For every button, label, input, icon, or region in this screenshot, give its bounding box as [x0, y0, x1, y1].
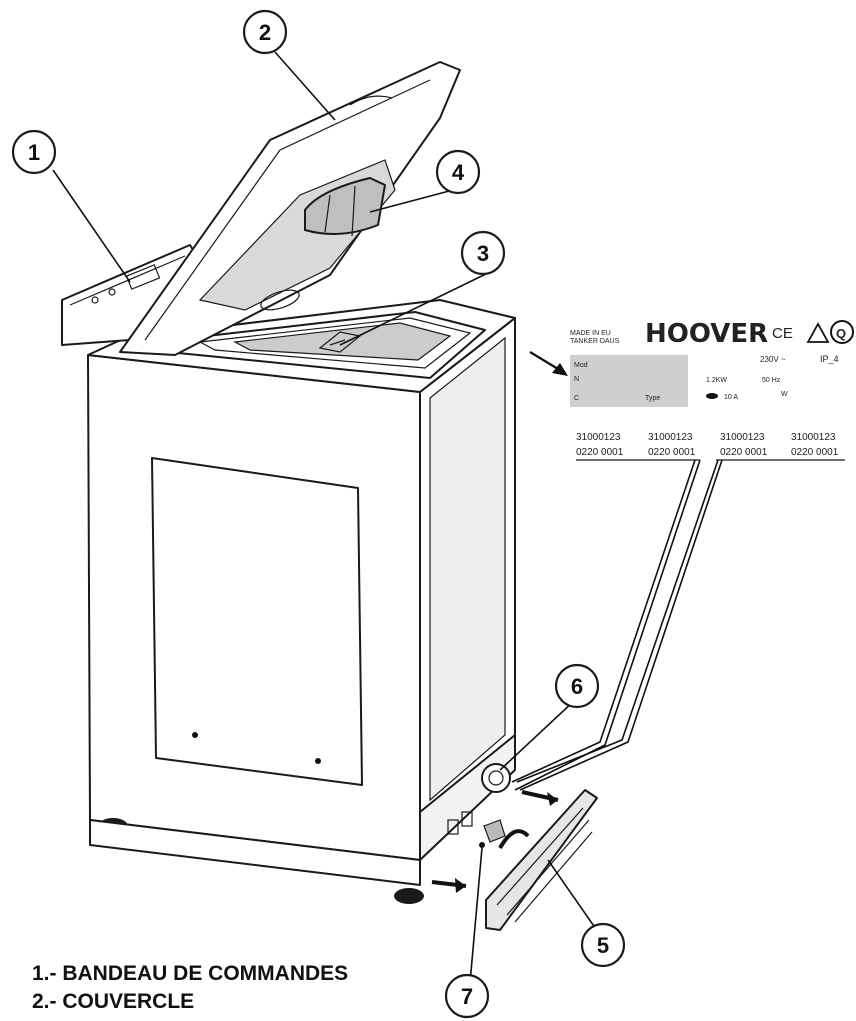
callout-5: 5: [580, 922, 626, 968]
legend-item-1: 1.- BANDEAU DE COMMANDES: [32, 962, 349, 985]
legend-item-2: 2.- COUVERCLE: [32, 990, 195, 1013]
plate-voltage: 230V ~: [760, 355, 786, 364]
plate-row-mod: Mod: [574, 362, 588, 369]
plate-code-top-2: 31000123: [648, 432, 693, 443]
callout-2-label: 2: [259, 20, 271, 45]
plate-code-top-4: 31000123: [791, 432, 836, 443]
plate-leader-lines: [511, 459, 723, 791]
pump-filter-area: [447, 763, 511, 848]
svg-text:Q: Q: [836, 326, 846, 341]
callout-2: 2: [242, 9, 288, 55]
callout-6: 6: [554, 663, 600, 709]
plate-row-c: C: [574, 395, 579, 402]
callout-5-label: 5: [597, 933, 609, 958]
plate-code-top-3: 31000123: [720, 432, 765, 443]
warning-triangle-icon: [806, 322, 830, 343]
callout-3-label: 3: [477, 241, 489, 266]
plate-code-bottom-2: 0220 0001: [648, 447, 696, 458]
callout-7: 7: [444, 973, 490, 1019]
plate-shaded-block: [570, 355, 688, 407]
plate-code-bottom-4: 0220 0001: [791, 447, 839, 458]
movement-arrows: [431, 790, 559, 893]
plate-brand: HOOVER: [645, 319, 768, 349]
filter-cover: [485, 789, 598, 931]
plate-code-bottom-1: 0220 0001: [576, 447, 624, 458]
legend: 1.- BANDEAU DE COMMANDES 2.- COUVERCLE: [32, 960, 348, 1016]
plate-fuse: 10 A: [724, 394, 738, 401]
fuse-icon: [706, 393, 718, 399]
callout-3: 3: [460, 230, 506, 276]
plate-power: 1.2KW: [706, 377, 727, 384]
callout-6-label: 6: [571, 674, 583, 699]
callout-1-label: 1: [28, 140, 40, 165]
callout-1: 1: [11, 129, 57, 175]
quality-seal-icon: [830, 320, 854, 344]
lid: [119, 61, 461, 356]
plate-code-top-1: 31000123: [576, 432, 621, 443]
plate-type: Type: [645, 395, 660, 402]
plate-w: W: [781, 391, 788, 398]
callout-leaders: [52, 51, 599, 984]
plate-code-bottom-3: 0220 0001: [720, 447, 768, 458]
plate-row-n: N: [574, 376, 579, 383]
rating-plate: MADE IN EU TANKER DAUS HOOVER CE Q Mod N…: [529, 319, 854, 461]
plate-tanker: TANKER DAUS: [570, 338, 620, 345]
callout-4: 4: [435, 149, 481, 195]
plate-ip: IP_4: [820, 354, 839, 364]
callout-7-label: 7: [461, 984, 473, 1009]
callout-4-label: 4: [452, 160, 465, 185]
plate-freq: 50 Hz: [762, 377, 781, 384]
machine-body: [87, 317, 516, 904]
plate-made-in: MADE IN EU: [570, 330, 611, 337]
plate-ce: CE: [772, 325, 793, 342]
